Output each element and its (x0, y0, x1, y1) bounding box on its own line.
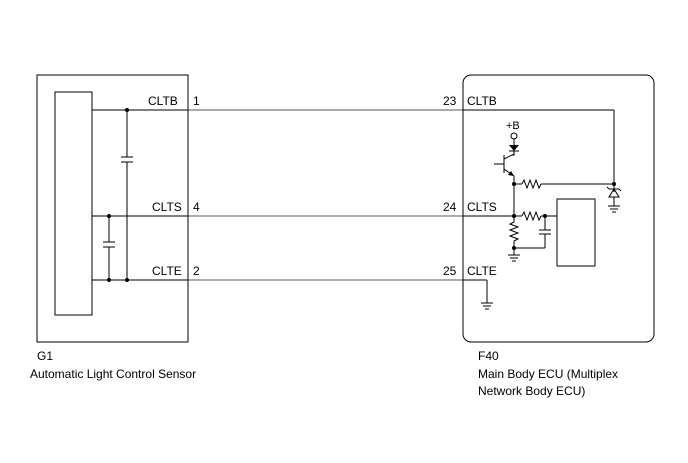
f40-name-line1: Main Body ECU (Multiplex (478, 367, 618, 381)
g1-sensor-block (54, 91, 93, 316)
resistor-3-icon (508, 221, 520, 242)
ground-icon (508, 254, 520, 262)
f40-pin-number-25: 25 (443, 264, 457, 278)
g1-capacitor-1 (121, 110, 133, 280)
g1-pin-name-cltb: CLTB (148, 94, 178, 108)
g1-pin-name-clts: CLTS (152, 200, 182, 214)
resistor-1-icon (521, 178, 542, 190)
capacitor-icon (539, 216, 551, 248)
supply-terminal-icon (509, 132, 519, 156)
f40-housing (462, 74, 655, 343)
zener-diode-icon (606, 186, 622, 206)
f40-pin-name-clts: CLTS (467, 200, 497, 214)
g1-pin-number-4: 4 (193, 200, 200, 214)
f40-name-line2: Network Body ECU) (478, 384, 585, 398)
ground-icon (481, 302, 493, 310)
f40-pin-number-24: 24 (443, 200, 457, 214)
g1-component: CLTB 1 CLTS 4 CLTE 2 G1 Automatic Light … (30, 74, 200, 381)
harness-wires (188, 109, 463, 281)
f40-pin-number-23: 23 (443, 94, 457, 108)
f40-internal-module (556, 198, 596, 267)
ground-icon (608, 205, 620, 213)
supply-label: +B (506, 120, 520, 132)
f40-component: 23 CLTB 24 CLTS 25 CLTE +B (443, 74, 655, 398)
g1-pin-number-2: 2 (193, 264, 200, 278)
f40-pin-name-clte: CLTE (467, 264, 497, 278)
resistor-2-icon (521, 210, 542, 222)
g1-pin-number-1: 1 (193, 94, 200, 108)
f40-pin-name-cltb: CLTB (467, 94, 497, 108)
g1-code: G1 (37, 349, 53, 363)
g1-pin-name-clte: CLTE (152, 264, 182, 278)
transistor-icon (494, 153, 515, 184)
g1-housing (36, 74, 189, 343)
g1-capacitor-2 (103, 216, 115, 280)
f40-code: F40 (478, 349, 499, 363)
g1-name: Automatic Light Control Sensor (30, 367, 196, 381)
